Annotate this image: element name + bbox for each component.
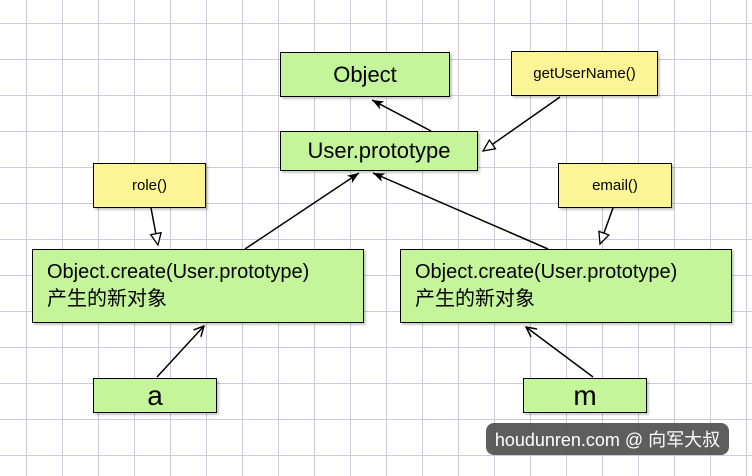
watermark-badge: houdunren.com @ 向军大叔 xyxy=(486,423,729,455)
node-a: a xyxy=(93,378,217,413)
edge-getusername-to-userprototype xyxy=(483,96,561,151)
edge-email-to-right-create xyxy=(600,207,614,244)
node-left-object-create-line2: 产生的新对象 xyxy=(47,288,167,310)
node-getusername: getUserName() xyxy=(511,51,658,96)
edge-left-create-to-userprototype xyxy=(244,172,360,250)
node-m: m xyxy=(523,378,647,413)
node-object: Object xyxy=(280,52,450,97)
node-left-object-create-line1: Object.create(User.prototype) xyxy=(47,261,310,283)
edge-a-to-left-create xyxy=(156,326,204,378)
node-user-prototype: User.prototype xyxy=(280,131,478,171)
node-role-label: role() xyxy=(131,177,167,194)
edge-right-create-to-userprototype xyxy=(372,172,549,250)
node-user-prototype-label: User.prototype xyxy=(307,138,451,163)
node-role: role() xyxy=(93,163,206,208)
node-right-object-create: Object.create(User.prototype) 产生的新对象 xyxy=(400,249,732,323)
node-object-label: Object xyxy=(333,61,397,87)
node-right-object-create-line2: 产生的新对象 xyxy=(415,288,535,310)
edge-role-to-left-create xyxy=(151,207,158,245)
node-getusername-label: getUserName() xyxy=(533,65,636,82)
edge-m-to-right-create xyxy=(526,327,594,378)
node-email-label: email() xyxy=(592,177,638,194)
watermark-text: houdunren.com @ 向军大叔 xyxy=(494,430,721,450)
node-email: email() xyxy=(558,163,672,208)
edge-userprototype-to-object xyxy=(371,99,432,132)
node-m-label: m xyxy=(573,379,597,411)
node-right-object-create-line1: Object.create(User.prototype) xyxy=(415,261,678,283)
node-a-label: a xyxy=(147,379,163,411)
node-left-object-create: Object.create(User.prototype) 产生的新对象 xyxy=(32,249,364,323)
